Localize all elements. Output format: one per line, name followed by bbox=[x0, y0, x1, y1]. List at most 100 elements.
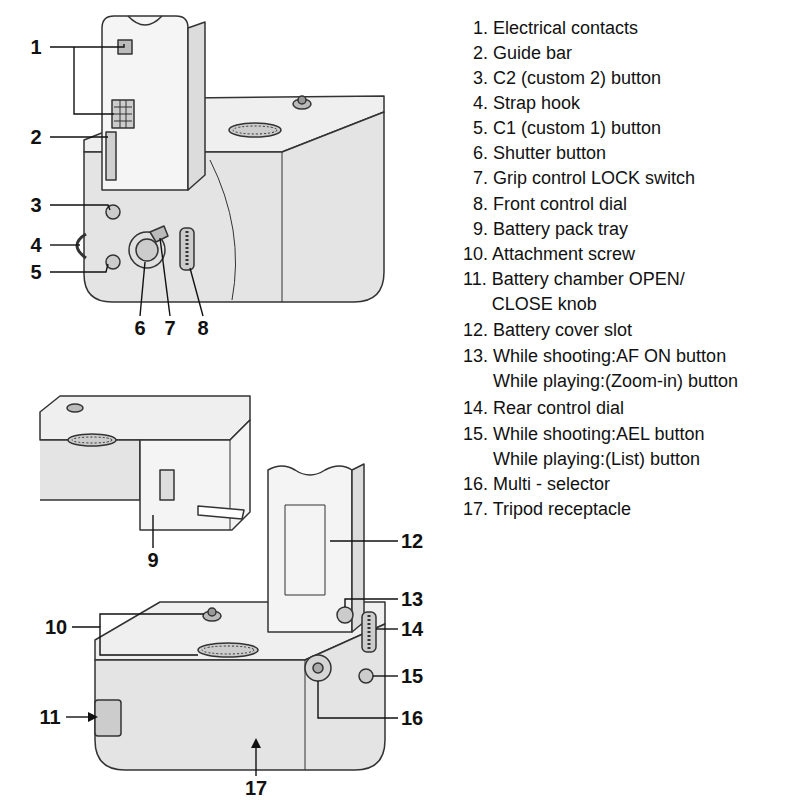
leader-line bbox=[376, 628, 398, 629]
callout-number: 4 bbox=[30, 234, 41, 256]
rear-dial bbox=[362, 612, 376, 652]
callout-number: 12 bbox=[401, 530, 423, 552]
leader-line bbox=[72, 627, 198, 655]
grip-tray-view bbox=[40, 396, 250, 530]
dial-ridges bbox=[202, 646, 254, 654]
leader-line bbox=[100, 614, 204, 627]
contact-pins bbox=[114, 100, 132, 128]
callout-number: 14 bbox=[401, 618, 423, 640]
callout-number: 9 bbox=[147, 549, 158, 571]
part-list-item: 14. Rear control dial bbox=[463, 396, 624, 421]
part-list-item: 1. Electrical contacts bbox=[473, 16, 638, 41]
leader-line bbox=[345, 599, 398, 607]
electrical-contact-block bbox=[112, 100, 134, 128]
attachment-screw bbox=[67, 404, 83, 412]
screw-head bbox=[208, 608, 216, 616]
leader-line bbox=[66, 716, 90, 717]
tray-slot bbox=[160, 470, 174, 500]
tray-body-plate bbox=[40, 396, 250, 440]
part-list-item: 4. Strap hook bbox=[473, 91, 580, 116]
part-list-item: 11. Battery chamber OPEN/ CLOSE knob bbox=[463, 267, 688, 317]
leader-lines bbox=[66, 515, 398, 776]
leader-line bbox=[330, 540, 398, 541]
dial-ridges bbox=[233, 126, 277, 134]
tray-body-front bbox=[40, 440, 140, 500]
leader-line bbox=[50, 244, 80, 245]
part-list-item: 16. Multi - selector bbox=[463, 472, 610, 497]
part-list-item: 8. Front control dial bbox=[473, 192, 627, 217]
multi-selector bbox=[305, 655, 331, 681]
attachment-dial bbox=[68, 434, 116, 446]
part-list-item: 6. Shutter button bbox=[473, 141, 606, 166]
leader-line bbox=[140, 262, 145, 316]
part-list-item: 9. Battery pack tray bbox=[473, 217, 628, 242]
battery-cover bbox=[268, 466, 352, 632]
callout-number: 13 bbox=[401, 588, 423, 610]
battery-cover-side bbox=[352, 464, 364, 632]
callout-number: 5 bbox=[30, 261, 41, 283]
leader-line bbox=[318, 681, 398, 718]
leader-line bbox=[50, 44, 124, 47]
screw-head bbox=[298, 96, 306, 104]
callout-number: 17 bbox=[245, 777, 267, 799]
callout-number: 10 bbox=[45, 616, 67, 638]
callout-number: 2 bbox=[30, 126, 41, 148]
battery-tray bbox=[140, 420, 250, 530]
callout-number: 15 bbox=[401, 665, 423, 687]
leader-line bbox=[190, 268, 203, 316]
leader-line bbox=[373, 675, 398, 676]
part-list-item: 3. C2 (custom 2) button bbox=[473, 66, 661, 91]
part-list-item: 17. Tripod receptacle bbox=[463, 497, 631, 522]
chamber-knob bbox=[95, 700, 121, 736]
callout-number: 8 bbox=[197, 317, 208, 339]
grip-front-view bbox=[77, 16, 384, 302]
leader-line bbox=[74, 47, 114, 114]
leader-line bbox=[50, 205, 110, 210]
grip-contour bbox=[210, 160, 236, 300]
arrow-head bbox=[88, 712, 98, 722]
part-list-item: 2. Guide bar bbox=[473, 41, 572, 66]
lock-switch bbox=[150, 226, 168, 242]
tray-pull-tab bbox=[198, 506, 244, 519]
attachment-dial bbox=[198, 643, 258, 657]
part-list-item: 10. Attachment screw bbox=[463, 242, 635, 267]
rear-dial-ridges bbox=[368, 615, 371, 649]
callout-number: 16 bbox=[401, 707, 423, 729]
grip-rear-view bbox=[95, 464, 385, 770]
callout-number: 3 bbox=[30, 194, 41, 216]
front-dial bbox=[180, 228, 194, 270]
ael-button bbox=[359, 669, 373, 683]
grip-edge bbox=[282, 152, 283, 302]
callout-number: 7 bbox=[164, 317, 175, 339]
shutter-button bbox=[136, 239, 158, 261]
leader-line bbox=[152, 515, 153, 548]
leader-line bbox=[160, 238, 170, 316]
battery-insert bbox=[102, 16, 188, 190]
battery-insert-side bbox=[188, 22, 205, 190]
guide-bar bbox=[106, 132, 116, 180]
leader-line bbox=[255, 746, 256, 776]
grip-edge bbox=[305, 660, 306, 770]
dial-ridges bbox=[72, 437, 112, 443]
callout-number: 1 bbox=[30, 36, 41, 58]
leader-line bbox=[50, 264, 108, 272]
strap-hook bbox=[77, 234, 86, 258]
attachment-dial bbox=[229, 123, 281, 137]
callout-number: 11 bbox=[39, 706, 60, 728]
part-list-item: 7. Grip control LOCK switch bbox=[473, 166, 695, 191]
front-dial-ridges bbox=[186, 231, 189, 267]
arrow-head bbox=[251, 738, 261, 748]
cover-recess bbox=[285, 505, 325, 595]
af-on-button bbox=[337, 607, 353, 623]
part-list-item: 13. While shooting:AF ON button While pl… bbox=[463, 344, 742, 394]
callout-number: 6 bbox=[134, 317, 145, 339]
c1-button bbox=[106, 255, 120, 269]
grip-body bbox=[95, 624, 385, 770]
part-list-item: 12. Battery cover slot bbox=[463, 318, 632, 343]
leader-line bbox=[50, 136, 108, 137]
part-list-item: 5. C1 (custom 1) button bbox=[473, 116, 661, 141]
leader-lines bbox=[50, 44, 203, 316]
insert-notch bbox=[128, 16, 162, 25]
